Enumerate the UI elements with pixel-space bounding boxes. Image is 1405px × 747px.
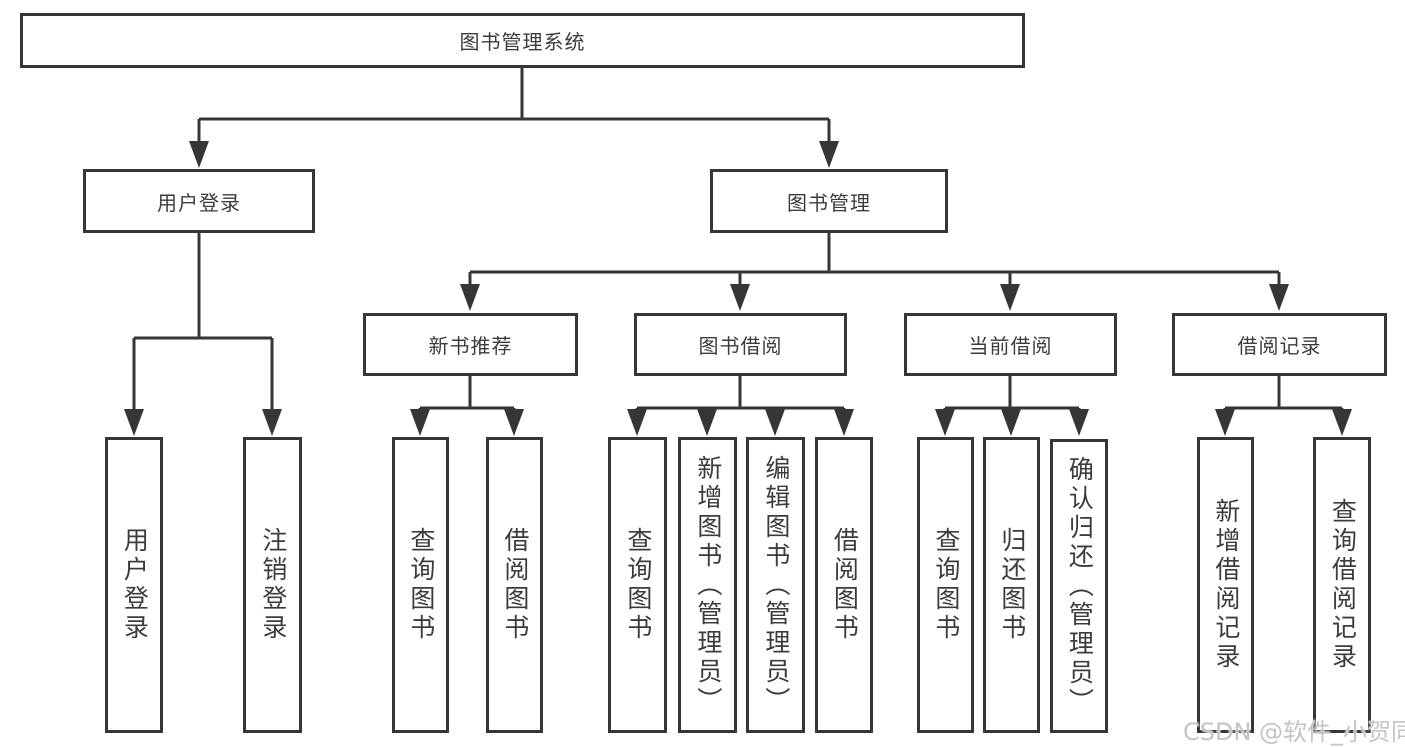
- leaf-label: 确认归还（管理员）: [1065, 455, 1095, 717]
- node-current-borrow: 当前借阅: [904, 313, 1117, 376]
- node-leaf-logout: 注销登录: [243, 437, 302, 733]
- node-leaf-newbook-borrow: 借阅图书: [486, 437, 543, 733]
- node-leaf-borrow-edit-admin: 编辑图书（管理员）: [746, 437, 805, 733]
- node-leaf-current-query: 查询图书: [917, 437, 974, 733]
- node-leaf-records-query: 查询借阅记录: [1313, 437, 1371, 733]
- leaf-label: 查询图书: [623, 527, 653, 643]
- leaf-label: 查询借阅记录: [1328, 498, 1358, 672]
- node-root: 图书管理系统: [20, 13, 1025, 68]
- node-new-book-recommend: 新书推荐: [363, 313, 578, 376]
- node-leaf-borrow-add-admin: 新增图书（管理员）: [678, 437, 737, 733]
- node-leaf-current-return: 归还图书: [983, 437, 1040, 733]
- leaf-label: 归还图书: [997, 527, 1027, 643]
- node-user-login: 用户登录: [83, 169, 315, 233]
- leaf-label: 借阅图书: [500, 527, 530, 643]
- node-leaf-borrow-borrow: 借阅图书: [815, 437, 873, 733]
- leaf-label: 查询图书: [406, 527, 436, 643]
- leaf-label: 用户登录: [120, 527, 150, 643]
- node-book-management: 图书管理: [710, 169, 948, 233]
- leaf-label: 编辑图书（管理员）: [761, 454, 791, 716]
- node-book-borrow: 图书借阅: [634, 313, 847, 376]
- leaf-label: 注销登录: [258, 527, 288, 643]
- node-leaf-current-confirm-admin: 确认归还（管理员）: [1050, 439, 1108, 733]
- csdn-watermark: CSDN @软件_小贺同学: [1183, 718, 1405, 746]
- leaf-label: 新增借阅记录: [1211, 498, 1241, 672]
- node-leaf-records-add: 新增借阅记录: [1197, 437, 1254, 733]
- leaf-label: 查询图书: [931, 527, 961, 643]
- leaf-label: 借阅图书: [830, 527, 860, 643]
- node-leaf-user-login: 用户登录: [105, 437, 163, 733]
- node-borrow-records: 借阅记录: [1172, 313, 1387, 376]
- leaf-label: 新增图书（管理员）: [693, 454, 723, 716]
- node-leaf-borrow-query: 查询图书: [608, 437, 667, 733]
- node-leaf-newbook-query: 查询图书: [392, 437, 449, 733]
